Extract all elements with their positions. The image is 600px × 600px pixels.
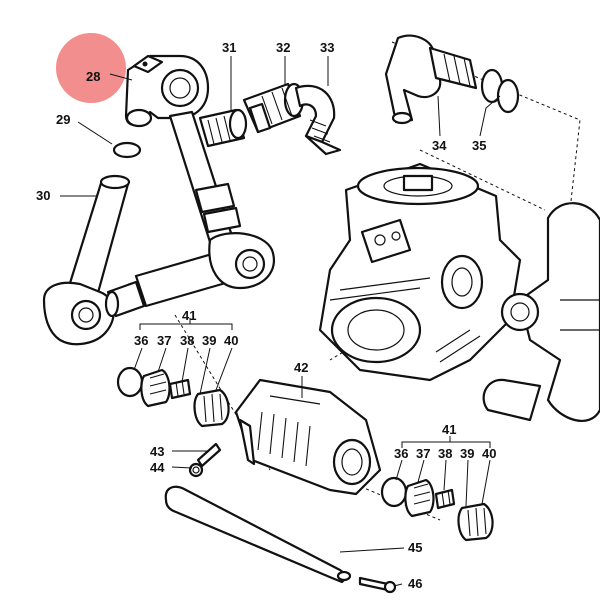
valve-assembly-right-icon[interactable] — [380, 476, 494, 542]
label-36-right[interactable]: 36 — [394, 446, 408, 461]
hose-barb-icon[interactable] — [384, 34, 478, 125]
label-38-right[interactable]: 38 — [438, 446, 452, 461]
label-41-left[interactable]: 41 — [182, 308, 196, 323]
label-41-right[interactable]: 41 — [442, 422, 456, 437]
label-37-right[interactable]: 37 — [416, 446, 430, 461]
label-44[interactable]: 44 — [150, 460, 165, 475]
screw-icon[interactable] — [358, 576, 397, 594]
bracket-icon[interactable] — [482, 202, 600, 422]
manifold-elbow-icon[interactable] — [124, 54, 210, 128]
label-39-right[interactable]: 39 — [460, 446, 474, 461]
hose-elbow-icon[interactable] — [294, 84, 342, 156]
label-37-left[interactable]: 37 — [157, 333, 171, 348]
label-42[interactable]: 42 — [294, 360, 308, 375]
label-43[interactable]: 43 — [150, 444, 164, 459]
label-46[interactable]: 46 — [408, 576, 422, 591]
fitting-nut-icon[interactable] — [198, 108, 248, 148]
lower-manifold-icon[interactable] — [104, 232, 275, 318]
label-45[interactable]: 45 — [408, 540, 422, 555]
riser-pipe-icon[interactable] — [168, 110, 242, 244]
connector-fitting-icon[interactable] — [242, 82, 305, 134]
valve-cover-icon[interactable] — [234, 378, 382, 496]
suction-tube-icon[interactable] — [42, 174, 131, 346]
label-39-left[interactable]: 39 — [202, 333, 216, 348]
label-38-left[interactable]: 38 — [180, 333, 194, 348]
o-ring-pair-icon[interactable] — [480, 68, 520, 114]
label-36-left[interactable]: 36 — [134, 333, 148, 348]
pump-housing-icon[interactable] — [318, 162, 522, 382]
label-28[interactable]: 28 — [86, 69, 100, 84]
label-29[interactable]: 29 — [56, 112, 70, 127]
label-31[interactable]: 31 — [222, 40, 236, 55]
label-35[interactable]: 35 — [472, 138, 486, 153]
o-ring-icon[interactable] — [112, 141, 142, 159]
label-33[interactable]: 33 — [320, 40, 334, 55]
label-40-left[interactable]: 40 — [224, 333, 238, 348]
label-34[interactable]: 34 — [432, 138, 447, 153]
valve-assembly-left-icon[interactable] — [116, 366, 230, 428]
highlight-marker[interactable] — [56, 33, 126, 103]
label-32[interactable]: 32 — [276, 40, 290, 55]
label-30[interactable]: 30 — [36, 188, 50, 203]
part-labels: 28 29 30 31 32 33 34 35 41 36 37 38 39 4… — [36, 40, 496, 591]
bolt-icon[interactable] — [188, 442, 222, 478]
retaining-pin-icon[interactable] — [164, 485, 352, 584]
leader-lines — [60, 56, 501, 587]
label-40-right[interactable]: 40 — [482, 446, 496, 461]
